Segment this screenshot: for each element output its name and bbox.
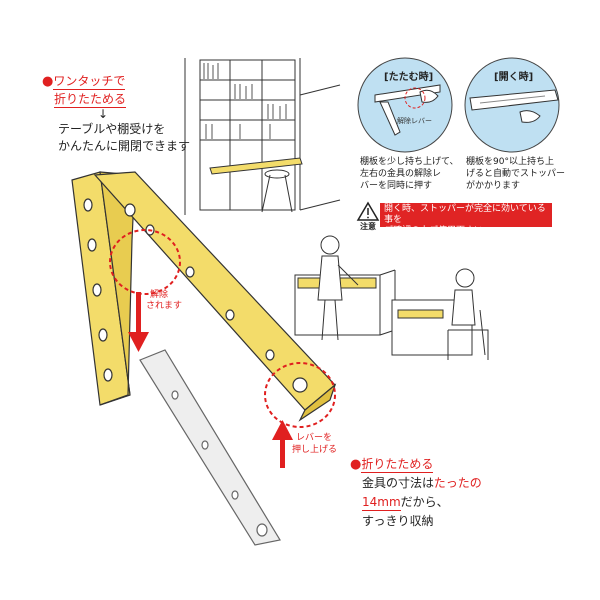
caution-box: 開く時、ストッパーが完全に効いている事を ご確認の上ご使用下さい。	[380, 203, 552, 236]
bullet-icon-2: ●	[350, 457, 362, 472]
release-arrow-icon	[128, 292, 149, 352]
opening-caption-3: がかかります	[466, 181, 521, 191]
lever-label: 解除レバー	[397, 117, 432, 125]
bookshelf-scene	[184, 58, 341, 215]
opening-diagram	[464, 57, 560, 153]
top-left-heading: ●ワンタッチで	[42, 74, 126, 90]
opening-caption-2: げると自動でストッパー	[466, 169, 566, 179]
bottom-line1: 金具の寸法はたったの	[362, 476, 482, 490]
push-label-2: 押し上げる	[292, 445, 338, 455]
released-label-2: されます	[146, 301, 183, 311]
opening-caption-1: 棚板を90°以上持ち上	[466, 157, 554, 167]
bottom-heading: ●折りたためる	[350, 457, 434, 473]
push-up-arrow-icon	[272, 420, 293, 468]
folding-diagram	[357, 57, 453, 153]
heading-line4: かんたんに開閉できます	[58, 139, 191, 153]
opening-title: [開く時]	[494, 72, 534, 83]
push-label-1: レバーを	[296, 433, 333, 443]
counter-scene	[294, 235, 489, 360]
folding-title: [たたむ時]	[384, 72, 434, 83]
bullet-icon: ●	[42, 74, 54, 89]
heading-line3: テーブルや棚受けを	[58, 122, 166, 136]
down-arrow-icon: ↓	[98, 107, 109, 121]
caution-label: 注意	[360, 222, 376, 231]
bottom-line3: すっきり収納	[362, 514, 434, 528]
heading-line1: ワンタッチで	[53, 74, 126, 90]
caution-line2: ご確認の上ご使用下さい。	[384, 226, 493, 236]
bracket-illustration	[71, 171, 337, 546]
folding-caption-3: バーを同時に押す	[360, 181, 433, 191]
caution-icon	[356, 201, 380, 221]
folding-caption-1: 棚板を少し持ち上げて、	[360, 157, 459, 167]
folding-caption-2: 左右の金具の解除レ	[360, 169, 442, 179]
bottom-line2: 14mmだから、	[362, 495, 449, 511]
caution-line1: 開く時、ストッパーが完全に効いている事を	[384, 204, 546, 225]
released-label-1: 解除	[150, 290, 169, 300]
heading-line2: 折りたためる	[54, 92, 127, 108]
